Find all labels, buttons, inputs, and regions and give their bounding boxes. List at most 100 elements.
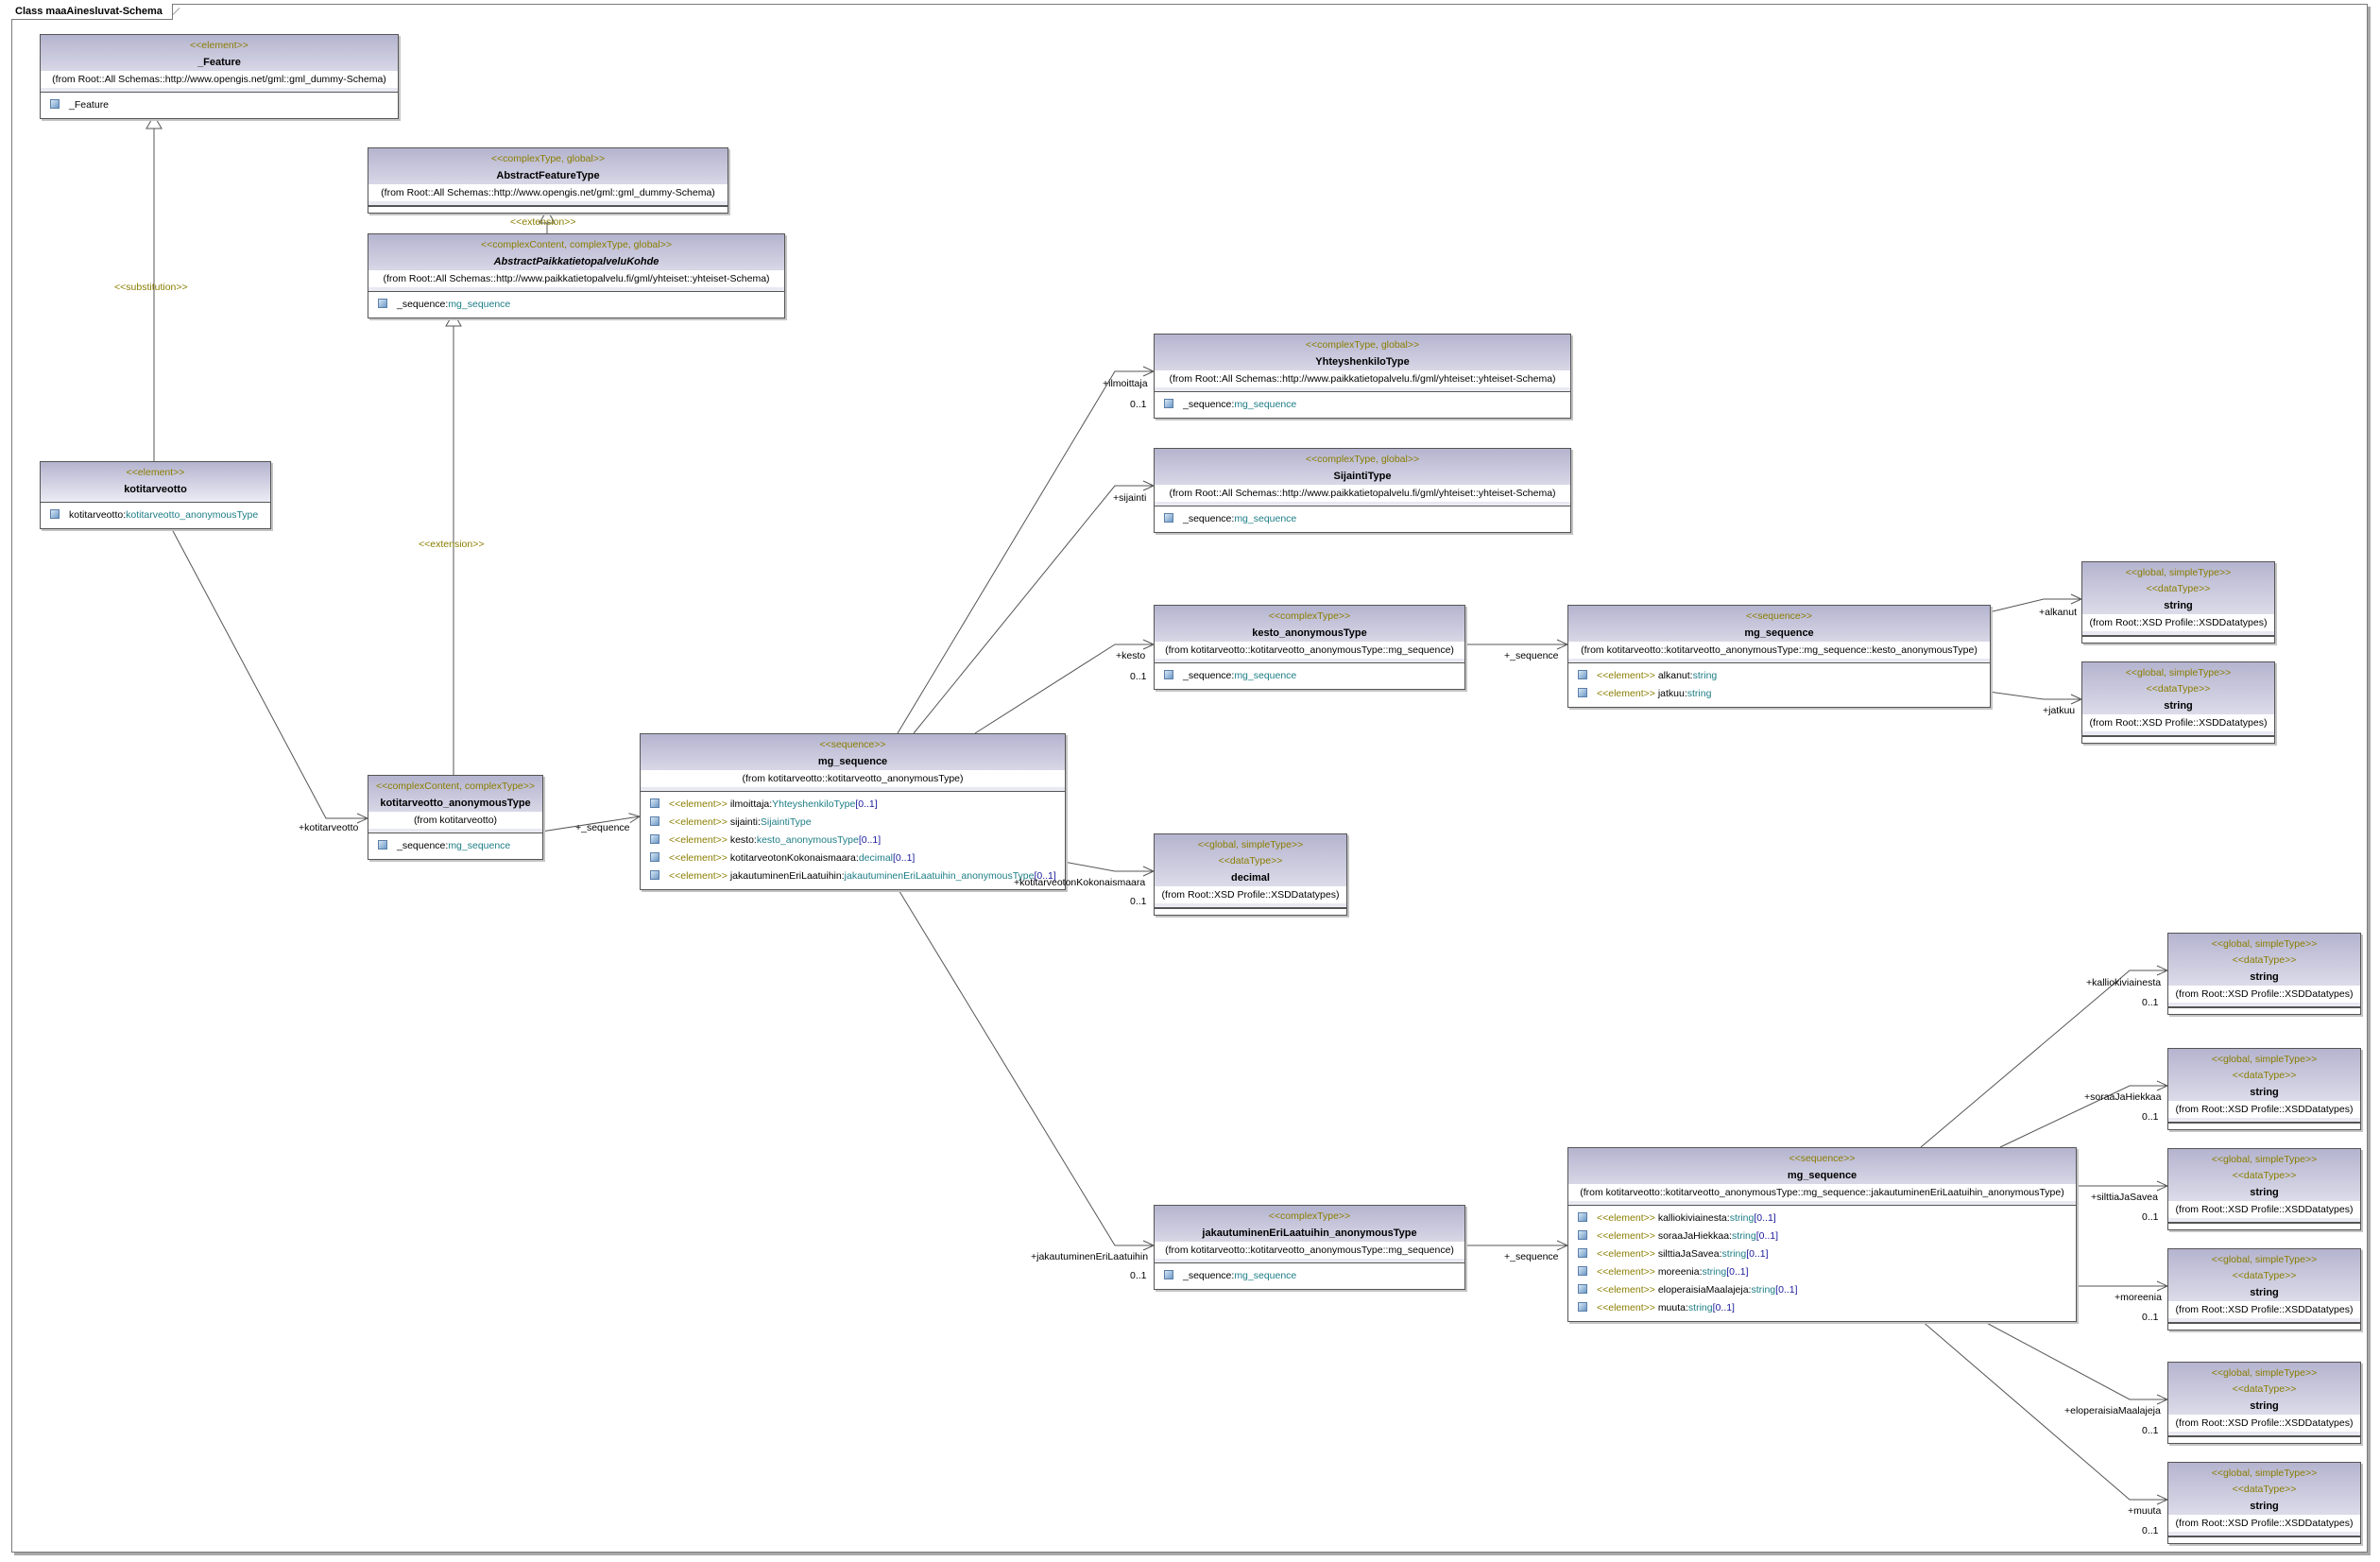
stereotype-label: <<global, simpleType>>	[2211, 1154, 2318, 1165]
class-box-string_jatkuu[interactable]: <<global, simpleType>><<dataType>>string…	[2081, 661, 2275, 744]
attribute-type: mg_sequence	[1234, 513, 1297, 524]
class-header: <<complexType, global>>SijaintiType(from…	[1155, 449, 1570, 506]
attribute-list: _Feature	[41, 93, 398, 118]
class-name: jakautuminenEriLaatuihin_anonymousType	[1202, 1227, 1417, 1239]
connector-label: +_sequence	[575, 822, 630, 833]
class-box-jakautuminen_anon[interactable]: <<complexType>>jakautuminenEriLaatuihin_…	[1154, 1205, 1465, 1290]
association-line-7	[974, 644, 1154, 734]
stereotype-label: <<element>>	[126, 467, 185, 478]
attribute-type: string	[1687, 1302, 1713, 1313]
connector-label: +_sequence	[1504, 650, 1559, 661]
empty-compartment	[2082, 636, 2274, 643]
attribute-row: <<element>> kalliokiviainesta:string[0..…	[1568, 1210, 2076, 1227]
attribute-type: string	[1702, 1266, 1727, 1278]
stereotype-label: <<global, simpleType>>	[2211, 1367, 2318, 1379]
package-origin: (from kotitarveotto)	[368, 812, 542, 829]
class-box-mg_sequence_jak[interactable]: <<sequence>>mg_sequence(from kotitarveot…	[1567, 1147, 2077, 1322]
attribute-type: mg_sequence	[448, 840, 511, 851]
connector-label: 0..1	[2142, 1312, 2159, 1323]
empty-compartment	[2168, 1123, 2360, 1129]
package-origin: (from kotitarveotto::kotitarveotto_anony…	[1155, 1242, 1464, 1259]
class-box-string_2[interactable]: <<global, simpleType>><<dataType>>string…	[2167, 1048, 2361, 1130]
attribute-icon	[1578, 1302, 1587, 1312]
stereotype-label: <<complexType, global>>	[490, 153, 606, 164]
class-box-sijaintitype[interactable]: <<complexType, global>>SijaintiType(from…	[1154, 448, 1571, 533]
attribute-icon	[1578, 1212, 1587, 1222]
attribute-row: <<element>> kesto:kesto_anonymousType[0.…	[641, 832, 1065, 850]
stereotype-label: <<complexContent, complexType>>	[375, 781, 536, 792]
class-box-string_5[interactable]: <<global, simpleType>><<dataType>>string…	[2167, 1362, 2361, 1444]
attribute-stereotype: <<element>>	[1597, 1248, 1655, 1260]
connector-label: +eloperaisiaMaalajeja	[2064, 1405, 2161, 1416]
attribute-stereotype: <<element>>	[669, 816, 728, 828]
class-box-feature[interactable]: <<element>>_Feature(from Root::All Schem…	[40, 34, 399, 119]
class-box-kesto_anon[interactable]: <<complexType>> kesto_anonymousType (from …	[1154, 605, 1465, 690]
attribute-row: _sequence:mg_sequence	[1155, 396, 1570, 414]
connector-label: 0..1	[1130, 399, 1147, 410]
class-box-kotitarveotto_anon[interactable]: <<complexContent, complexType>> kotitarve…	[368, 775, 543, 860]
class-box-mg_sequence_kesto[interactable]: <<sequence>>mg_sequence(from kotitarveot…	[1567, 605, 1991, 708]
attribute-icon	[1578, 670, 1587, 679]
attribute-stereotype: <<element>>	[669, 834, 728, 846]
class-header: <<complexContent, complexType, global>>A…	[368, 234, 784, 292]
attribute-name: alkanut	[1657, 670, 1690, 681]
package-origin: (from Root::All Schemas::http://www.paik…	[1155, 370, 1570, 387]
package-origin: (from Root::XSD Profile::XSDDatatypes)	[2168, 1201, 2360, 1218]
connector-label: +jakautuminenEriLaatuihin	[1031, 1251, 1149, 1262]
generalization-arrowhead-1	[445, 311, 462, 327]
connector-label: +kalliokiviainesta	[2086, 977, 2162, 988]
attribute-type: kotitarveotto_anonymousType	[126, 509, 259, 521]
connector-label: +sijainti	[1113, 492, 1147, 504]
connector-label: +moreenia	[2115, 1292, 2162, 1303]
stereotype-label: <<complexType>>	[1268, 610, 1351, 622]
class-box-string_3[interactable]: <<global, simpleType>><<dataType>>string…	[2167, 1148, 2361, 1230]
association-line-19	[1920, 1319, 2167, 1501]
class-box-string_1[interactable]: <<global, simpleType>><<dataType>>string…	[2167, 933, 2361, 1015]
connector-label: +muuta	[2128, 1505, 2162, 1517]
class-name: string	[2250, 1501, 2279, 1512]
association-line-5	[897, 370, 1154, 734]
class-header: <<global, simpleType>><<dataType>>string…	[2082, 662, 2274, 736]
connector-label: 0..1	[1130, 1270, 1147, 1281]
stereotype-label: <<complexType, global>>	[1305, 454, 1420, 465]
connector-label: 0..1	[1130, 671, 1147, 682]
attribute-row: _sequence:mg_sequence	[368, 296, 784, 314]
package-origin: (from kotitarveotto::kotitarveotto_anony…	[1155, 642, 1464, 659]
class-header: <<global, simpleType>><<dataType>>decima…	[1155, 834, 1346, 908]
stereotype-label: <<global, simpleType>>	[2211, 938, 2318, 950]
package-origin: (from Root::XSD Profile::XSDDatatypes)	[2082, 714, 2274, 731]
association-line-14	[1920, 970, 2167, 1148]
attribute-row: <<element>> soraaJaHiekkaa:string[0..1]	[1568, 1227, 2076, 1245]
class-box-mg_sequence_main[interactable]: <<sequence>>mg_sequence(from kotitarveot…	[640, 733, 1066, 890]
class-header: <<complexType, global>>YhteyshenkiloType…	[1155, 335, 1570, 392]
association-line-6	[913, 485, 1154, 734]
class-box-decimal[interactable]: <<global, simpleType>><<dataType>>decima…	[1154, 833, 1347, 916]
attribute-name: eloperaisiaMaalajeja	[1657, 1284, 1749, 1296]
empty-compartment	[2168, 1536, 2360, 1543]
class-box-abstractpaikkatieto[interactable]: <<complexContent, complexType, global>>A…	[368, 233, 785, 318]
attribute-type: string	[1687, 688, 1712, 699]
attribute-list: _sequence:mg_sequence	[368, 292, 784, 318]
class-box-string_6[interactable]: <<global, simpleType>><<dataType>>string…	[2167, 1462, 2361, 1544]
connector-label: +kotitarveotto	[299, 822, 359, 833]
attribute-list: kotitarveotto:kotitarveotto_anonymousTyp…	[41, 503, 270, 528]
connector-label: <<substitution>>	[114, 282, 188, 293]
class-box-yhteyshenkilo[interactable]: <<complexType, global>>YhteyshenkiloType…	[1154, 334, 1571, 419]
stereotype-label: <<global, simpleType>>	[2125, 567, 2232, 578]
class-box-string_alkanut[interactable]: <<global, simpleType>><<dataType>>string…	[2081, 561, 2275, 644]
attribute-icon	[650, 852, 659, 862]
package-origin: (from Root::XSD Profile::XSDDatatypes)	[2168, 1101, 2360, 1118]
stereotype-label: <<global, simpleType>>	[2211, 1468, 2318, 1479]
stereotype-label: <<dataType>>	[2146, 583, 2211, 594]
class-box-string_4[interactable]: <<global, simpleType>><<dataType>>string…	[2167, 1248, 2361, 1330]
attribute-icon	[1164, 670, 1173, 679]
class-box-abstractfeaturetype[interactable]: <<complexType, global>>AbstractFeatureTy…	[368, 147, 728, 214]
class-name: AbstractPaikkatietopalveluKohde	[493, 256, 659, 267]
class-name: kesto_anonymousType	[1252, 627, 1367, 639]
attribute-row: _sequence:mg_sequence	[1155, 510, 1570, 528]
generalization-arrowhead-2	[539, 208, 556, 224]
class-name: kotitarveotto_anonymousType	[380, 798, 531, 809]
stereotype-label: <<dataType>>	[2232, 954, 2297, 966]
attribute-name: _sequence	[1183, 670, 1232, 681]
